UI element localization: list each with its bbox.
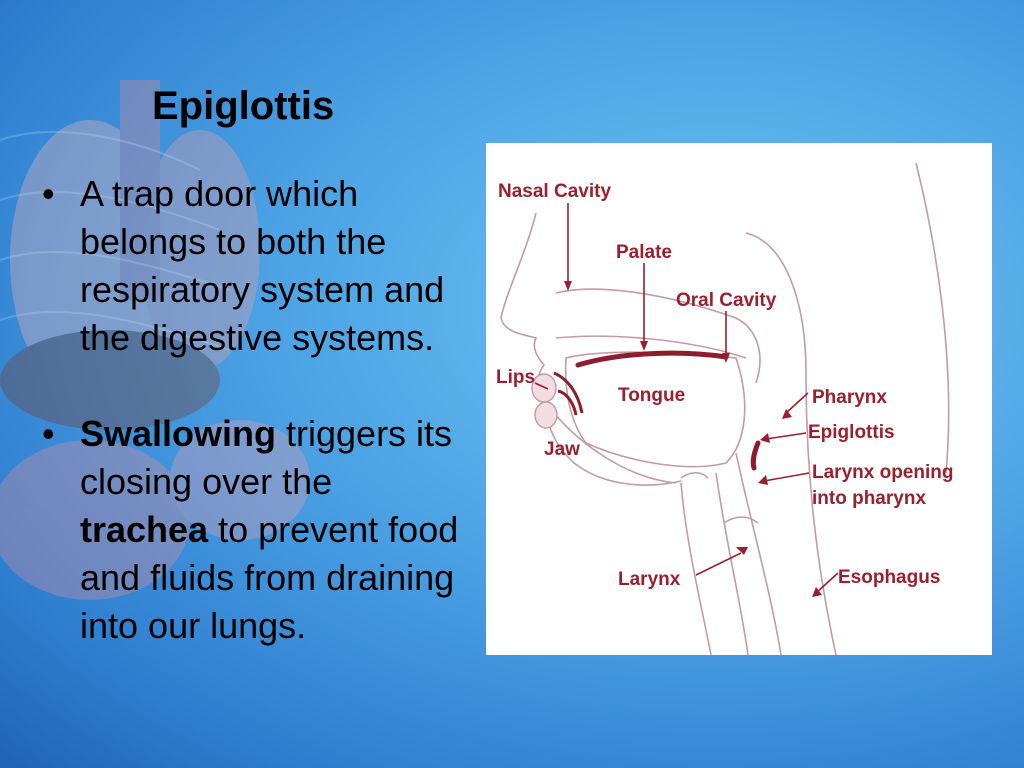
anatomy-diagram: Nasal Cavity Palate Oral Cavity Lips Ton… xyxy=(486,143,992,655)
bullet-item: • Swallowing triggers its closing over t… xyxy=(40,410,460,650)
bullet-bold-term: trachea xyxy=(80,509,209,550)
bullet-item: • A trap door which belongs to both the … xyxy=(40,170,460,362)
label-lips: Lips xyxy=(496,367,535,388)
label-epiglottis: Epiglottis xyxy=(808,422,895,443)
label-larynx: Larynx xyxy=(618,569,681,590)
label-oral-cavity: Oral Cavity xyxy=(676,290,777,311)
label-esophagus: Esophagus xyxy=(838,567,940,588)
bullet-text: to prevent food and fluids from draining… xyxy=(80,509,459,646)
label-pharynx: Pharynx xyxy=(812,387,887,408)
label-larynx-opening-line1: Larynx opening xyxy=(812,462,953,483)
bullet-list: • A trap door which belongs to both the … xyxy=(40,170,460,650)
label-palate: Palate xyxy=(616,242,672,263)
bullet-text: triggers its closing over the xyxy=(80,413,453,502)
bullet-marker: • xyxy=(42,413,55,454)
throat-anatomy-svg: Nasal Cavity Palate Oral Cavity Lips Ton… xyxy=(496,162,953,655)
slide-title: Epiglottis xyxy=(152,84,335,128)
bullet-text: A trap door which belongs to both the re… xyxy=(80,173,445,358)
label-nasal-cavity: Nasal Cavity xyxy=(498,181,611,202)
bullet-bold-term: Swallowing xyxy=(80,413,277,454)
label-jaw: Jaw xyxy=(544,439,580,460)
label-larynx-opening-line2: into pharynx xyxy=(812,488,926,509)
label-tongue: Tongue xyxy=(618,385,685,406)
bullet-marker: • xyxy=(42,173,55,214)
